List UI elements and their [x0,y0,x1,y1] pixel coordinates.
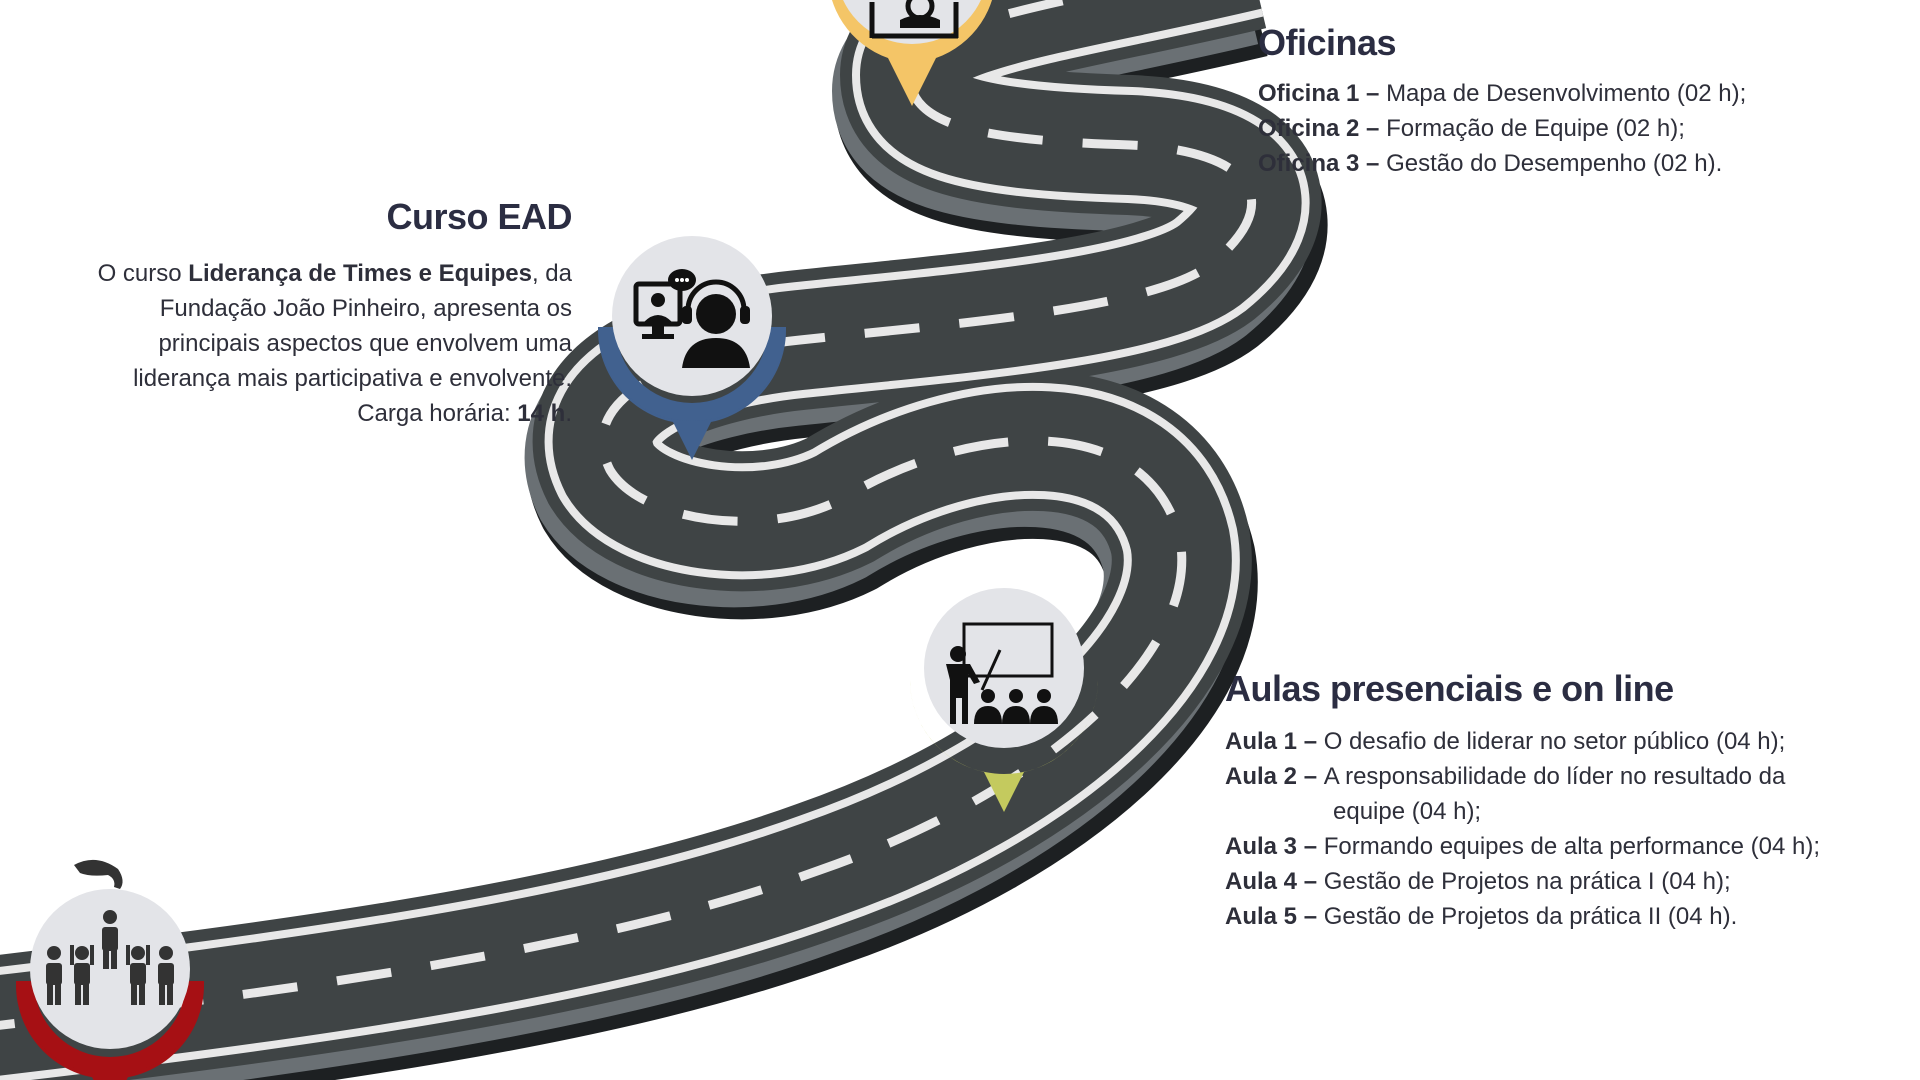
list-item: Aula 3 – Formando equipes de alta perfor… [1225,829,1915,864]
ead-text: principais aspectos que envolvem uma [158,330,572,357]
pin-selection [15,859,205,1080]
item-label: Aula 4 – [1225,868,1324,895]
workshop-presenter-icon [869,0,959,39]
item-label: Aula 3 – [1225,833,1324,860]
ead-text: O curso [97,260,189,287]
ead-workload-label: Carga horária: [357,400,518,427]
item-text: Gestão do Desempenho (02 h). [1386,150,1723,177]
item-text: A responsabilidade do líder no resultado… [1323,763,1786,790]
item-text: Mapa de Desenvolvimento (02 h); [1386,80,1747,107]
oficinas-section: Oficinas Oficina 1 – Mapa de Desenvolvim… [1258,22,1898,181]
aulas-title: Aulas presenciais e on line [1225,668,1674,709]
item-text: O desafio de liderar no setor público (0… [1323,728,1786,755]
ead-workload-value: 14 h [517,400,566,427]
list-item: Oficina 1 – Mapa de Desenvolvimento (02 … [1258,76,1898,111]
item-label: Aula 1 – [1225,728,1324,755]
online-course-icon [633,269,750,368]
ead-text: , da [531,260,572,287]
ead-text: liderança mais participativa e envolvent… [133,365,572,392]
group-selection-icon [46,859,174,1005]
ead-text: . [565,400,572,427]
ead-course-name: Liderança de Times e Equipes [188,260,532,287]
curso-ead-section: Curso EAD O curso Liderança de Times e E… [60,196,573,431]
item-label: Oficina 1 – [1258,80,1387,107]
pin-oficinas [832,0,992,106]
list-item: Aula 5 – Gestão de Projetos da prática I… [1225,899,1915,934]
item-text: Gestão de Projetos da prática II (04 h). [1323,903,1738,930]
item-label: Oficina 2 – [1258,115,1387,142]
curso-ead-description: O curso Liderança de Times e Equipes, da… [60,256,572,431]
pin-curso-ead [597,236,787,460]
curso-ead-title: Curso EAD [386,196,572,237]
item-label: Oficina 3 – [1258,150,1387,177]
item-continuation: equipe (04 h); [1333,798,1482,825]
list-item: Oficina 2 – Formação de Equipe (02 h); [1258,111,1898,146]
list-item: Aula 2 – A responsabilidade do líder no … [1225,759,1915,794]
list-item: Oficina 3 – Gestão do Desempenho (02 h). [1258,146,1898,181]
item-text: Formação de Equipe (02 h); [1386,115,1685,142]
oficinas-title: Oficinas [1258,22,1397,63]
pin-aulas [909,588,1099,812]
ead-text: Fundação João Pinheiro, apresenta os [159,295,572,322]
classroom-teacher-icon [946,622,1058,724]
list-item: Aula 1 – O desafio de liderar no setor p… [1225,724,1915,759]
item-text: Formando equipes de alta performance (04… [1323,833,1820,860]
item-text: Gestão de Projetos na prática I (04 h); [1323,868,1731,895]
item-label: Aula 2 – [1225,763,1324,790]
aulas-section: Aulas presenciais e on line Aula 1 – O d… [1225,668,1915,934]
list-item: Aula 4 – Gestão de Projetos na prática I… [1225,864,1915,899]
item-label: Aula 5 – [1225,903,1324,930]
